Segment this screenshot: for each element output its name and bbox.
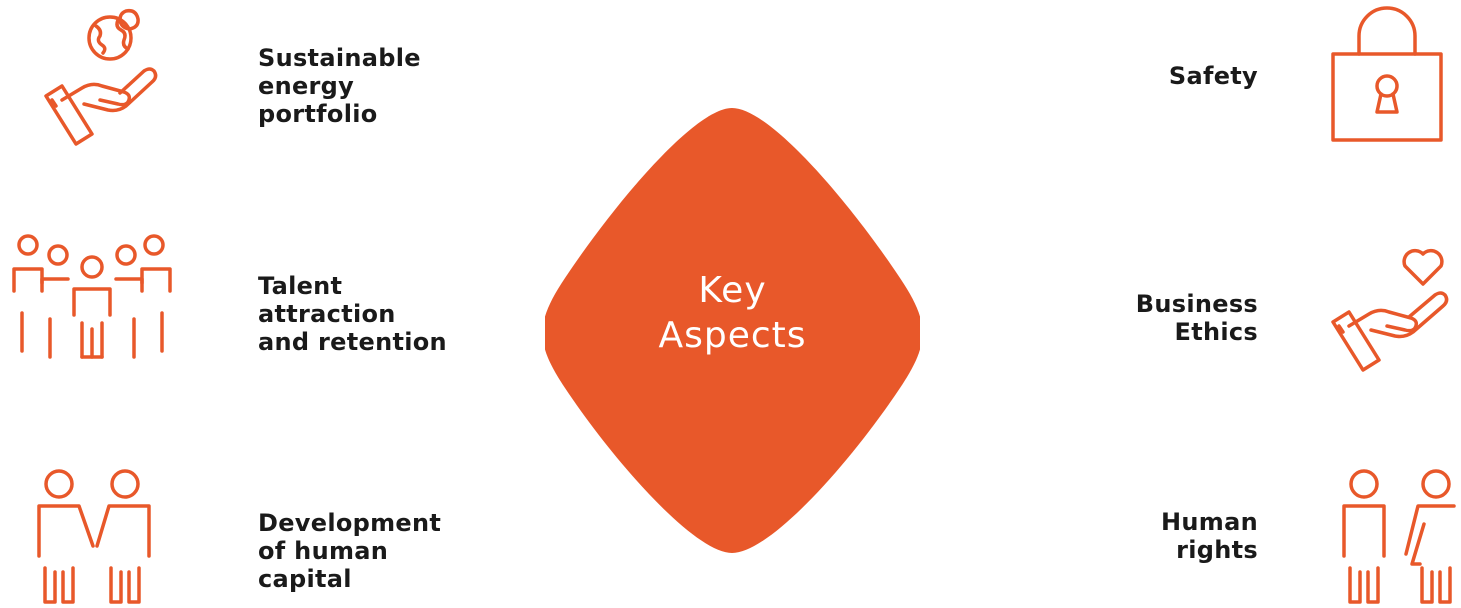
left-label-3: Development of human capital (258, 509, 442, 593)
center-title-line-2: Aspects (658, 315, 807, 356)
center-title: Key Aspects (545, 268, 920, 358)
right-label-3: Human rights (1161, 508, 1258, 564)
center-shape: Key Aspects (545, 108, 920, 553)
center-title-line-1: Key (698, 270, 767, 311)
man-woman-icon (1340, 468, 1461, 606)
right-label-2: Business Ethics (1135, 290, 1258, 346)
right-label-1: Safety (1168, 62, 1258, 90)
people-group-icon (10, 233, 175, 361)
left-label-2: Talent attraction and retention (258, 272, 447, 356)
hand-globe-icon (18, 8, 158, 146)
hand-heart-icon (1327, 240, 1459, 372)
left-label-1: Sustainable energy portfolio (258, 44, 421, 128)
two-people-icon (35, 468, 155, 606)
padlock-icon (1325, 6, 1449, 144)
